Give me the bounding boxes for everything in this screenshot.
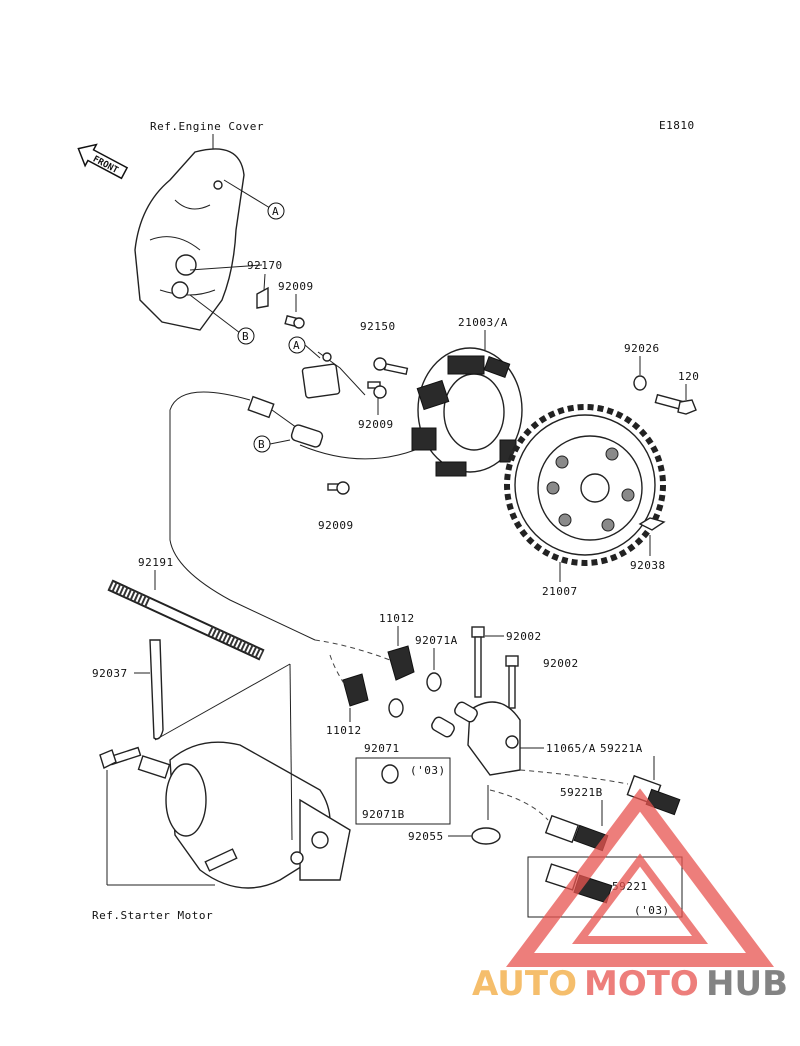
part-label-11012-top: 11012 xyxy=(379,612,415,625)
leader-line xyxy=(304,344,321,359)
grommet-part xyxy=(426,672,442,692)
wire-line xyxy=(299,444,416,460)
starter-motor-part xyxy=(137,741,351,889)
washer-part xyxy=(633,375,647,391)
part-label-92009-mid: 92009 xyxy=(358,418,394,431)
connector-part xyxy=(626,774,681,816)
part-label-21003a: 21003/A xyxy=(458,316,508,329)
cap-part xyxy=(342,673,369,707)
part-label-92002-b: 92002 xyxy=(543,657,579,670)
key-part xyxy=(638,517,666,531)
wire-route-line xyxy=(329,654,346,686)
engine-cover-part xyxy=(134,148,245,331)
year-note-label: ('03) xyxy=(634,904,670,917)
leader-line xyxy=(189,264,263,271)
part-label-92071: 92071 xyxy=(364,742,400,755)
bolt-part xyxy=(99,746,142,769)
part-label-11012-low: 11012 xyxy=(326,724,362,737)
cover-part xyxy=(431,701,521,776)
part-label-92150: 92150 xyxy=(360,320,396,333)
part-label-92055: 92055 xyxy=(408,830,444,843)
wire-route-line xyxy=(519,769,629,785)
flywheel-bolt-part xyxy=(654,393,697,415)
bolt-part xyxy=(284,314,305,329)
leader-line xyxy=(289,663,293,841)
ref-starter-motor-label: Ref.Starter Motor xyxy=(92,909,213,922)
bolt-part xyxy=(327,481,350,495)
cap-part xyxy=(387,645,415,681)
watermark-text-hub: HUB xyxy=(706,964,788,1004)
ref-engine-cover-label: Ref.Engine Cover xyxy=(150,120,264,133)
wire-route-line xyxy=(489,789,549,821)
callout-b-circle xyxy=(237,327,255,345)
diagram-code: E1810 xyxy=(659,119,695,132)
bolt-part xyxy=(367,381,387,399)
oring-part xyxy=(471,827,501,845)
callout-b-label: B xyxy=(242,330,249,343)
wire-grommet-part xyxy=(247,395,324,448)
part-label-92191: 92191 xyxy=(138,556,174,569)
leader-line xyxy=(189,294,241,334)
front-arrow-icon: FRONT xyxy=(77,143,129,180)
variant-box xyxy=(355,757,451,825)
part-label-92009-low: 92009 xyxy=(318,519,354,532)
bolt-part xyxy=(505,655,519,709)
stator-part xyxy=(411,347,523,477)
callout-b-label: B xyxy=(258,438,265,451)
part-label-92170: 92170 xyxy=(247,259,283,272)
callout-a-label: A xyxy=(293,339,300,352)
bolt-part xyxy=(373,357,409,376)
clip-part xyxy=(256,286,269,309)
leader-line xyxy=(154,663,291,741)
part-label-92071b: 92071B xyxy=(362,808,405,821)
pickup-coil-part xyxy=(301,351,366,399)
watermark-text-auto: AUTO xyxy=(472,964,577,1004)
wire-line xyxy=(169,391,316,641)
leader-line xyxy=(223,179,271,209)
strap-part xyxy=(149,639,164,740)
part-label-92038: 92038 xyxy=(630,559,666,572)
part-label-92026: 92026 xyxy=(624,342,660,355)
part-label-120: 120 xyxy=(678,370,699,383)
part-label-92037: 92037 xyxy=(92,667,128,680)
grommet-part xyxy=(381,764,399,784)
watermark-text-moto: MOTO xyxy=(584,964,699,1004)
part-label-21007: 21007 xyxy=(542,585,578,598)
bolt-part xyxy=(471,626,485,698)
part-label-92071a: 92071A xyxy=(415,634,458,647)
flywheel-part xyxy=(504,404,666,566)
part-label-59221b: 59221B xyxy=(560,786,603,799)
wire-route-line xyxy=(314,639,391,661)
callout-a-circle xyxy=(267,202,285,220)
leader-line xyxy=(269,439,291,445)
year-note-label: ('03) xyxy=(410,764,446,777)
callout-a-label: A xyxy=(272,205,279,218)
shaft-part xyxy=(107,579,265,661)
watermark-logo: AUTO MOTO HUB xyxy=(472,788,788,1004)
grommet-part xyxy=(388,698,404,718)
part-label-11065a: 11065/A xyxy=(546,742,596,755)
part-label-92009-top: 92009 xyxy=(278,280,314,293)
part-label-59221a: 59221A xyxy=(600,742,643,755)
leader-line xyxy=(263,273,266,291)
part-label-92002-a: 92002 xyxy=(506,630,542,643)
